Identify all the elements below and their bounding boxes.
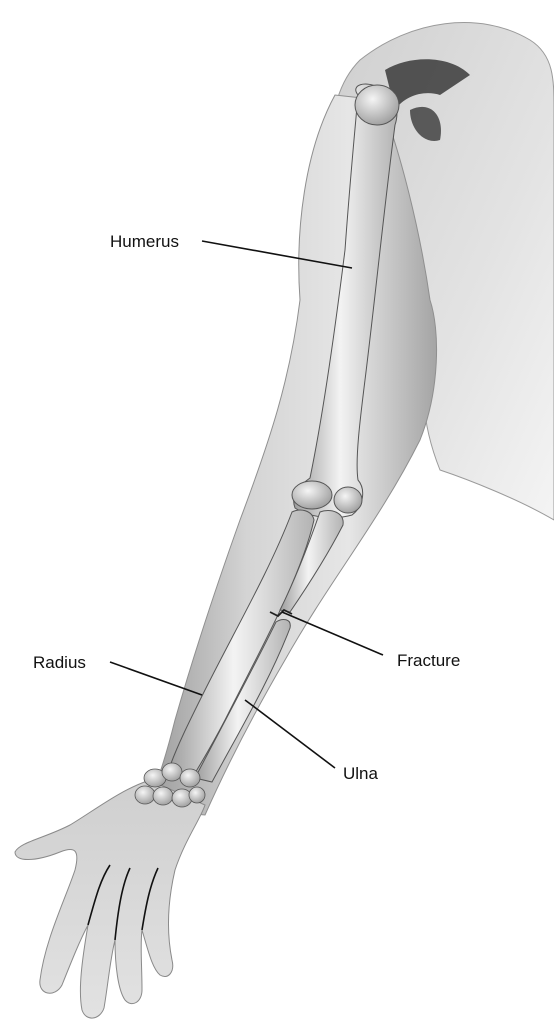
ulna-leader: [245, 700, 335, 768]
humerus-label: Humerus: [110, 232, 179, 251]
radius-label: Radius: [33, 653, 86, 672]
arm-silhouette: [145, 95, 437, 815]
ulna-label: Ulna: [343, 764, 379, 783]
fracture-label: Fracture: [397, 651, 460, 670]
hand: [15, 780, 205, 1018]
